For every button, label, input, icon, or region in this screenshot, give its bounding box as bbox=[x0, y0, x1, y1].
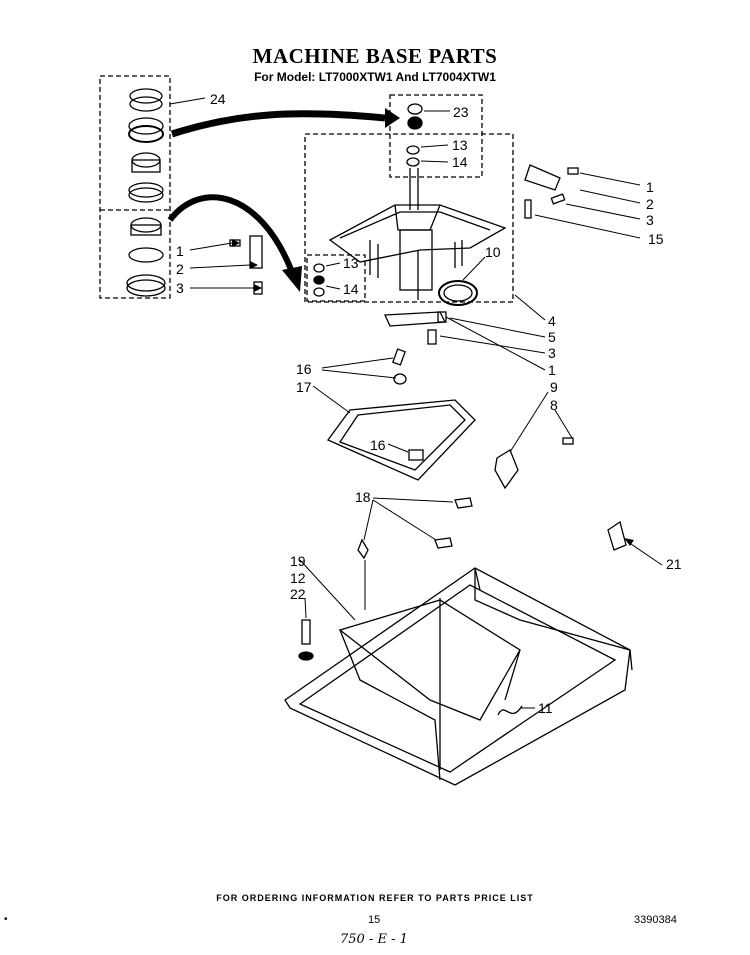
lower-seal-box bbox=[306, 254, 366, 302]
gearcase-assembly bbox=[328, 168, 507, 300]
margin-mark: • bbox=[4, 914, 8, 925]
callout-16-frame: 16 bbox=[370, 437, 386, 453]
callout-14-lower: 14 bbox=[343, 281, 359, 297]
callout-3-left: 3 bbox=[176, 280, 184, 296]
callout-16-top: 16 bbox=[296, 361, 312, 377]
callout-1-right: 1 bbox=[646, 179, 654, 195]
model-subtitle: For Model: LT7000XTW1 And LT7004XTW1 bbox=[254, 70, 496, 84]
callout-24: 24 bbox=[210, 91, 226, 107]
upper-seal-box bbox=[389, 94, 483, 178]
callout-22: 22 bbox=[290, 586, 306, 602]
callout-3-right: 3 bbox=[646, 212, 654, 228]
callout-18: 18 bbox=[355, 489, 371, 505]
callout-11: 11 bbox=[538, 700, 553, 716]
callout-13-upper: 13 bbox=[452, 137, 468, 153]
callout-15: 15 bbox=[648, 231, 664, 247]
callout-19: 19 bbox=[290, 553, 306, 569]
callout-9: 9 bbox=[550, 379, 558, 395]
upper-transfer-arrow bbox=[170, 110, 386, 138]
callout-10: 10 bbox=[485, 244, 501, 260]
callout-12: 12 bbox=[290, 570, 306, 586]
handwritten-note: 750 - E - 1 bbox=[340, 932, 408, 947]
callout-2-right: 2 bbox=[646, 196, 654, 212]
callout-21: 21 bbox=[666, 556, 682, 572]
page-title: MACHINE BASE PARTS bbox=[252, 44, 498, 68]
callout-13-lower: 13 bbox=[343, 255, 359, 271]
callout-8: 8 bbox=[550, 397, 558, 413]
callout-17: 17 bbox=[296, 379, 312, 395]
callout-3-center: 3 bbox=[548, 345, 556, 361]
callout-5: 5 bbox=[548, 329, 556, 345]
ordering-info-note: FOR ORDERING INFORMATION REFER TO PARTS … bbox=[216, 893, 534, 903]
machine-base bbox=[284, 567, 633, 786]
support-frame bbox=[326, 348, 476, 481]
callout-4: 4 bbox=[548, 313, 556, 329]
callout-14-upper: 14 bbox=[452, 154, 468, 170]
callout-1-center: 1 bbox=[548, 362, 556, 378]
bearing-kit-box bbox=[99, 75, 171, 299]
lower-transfer-arrow bbox=[167, 194, 295, 274]
document-number: 3390384 bbox=[634, 914, 677, 926]
callout-1-left: 1 bbox=[176, 243, 184, 259]
callout-23: 23 bbox=[453, 104, 469, 120]
callout-2-left: 2 bbox=[176, 261, 184, 277]
gearcase-box bbox=[304, 133, 514, 303]
page-number: 15 bbox=[368, 914, 381, 926]
